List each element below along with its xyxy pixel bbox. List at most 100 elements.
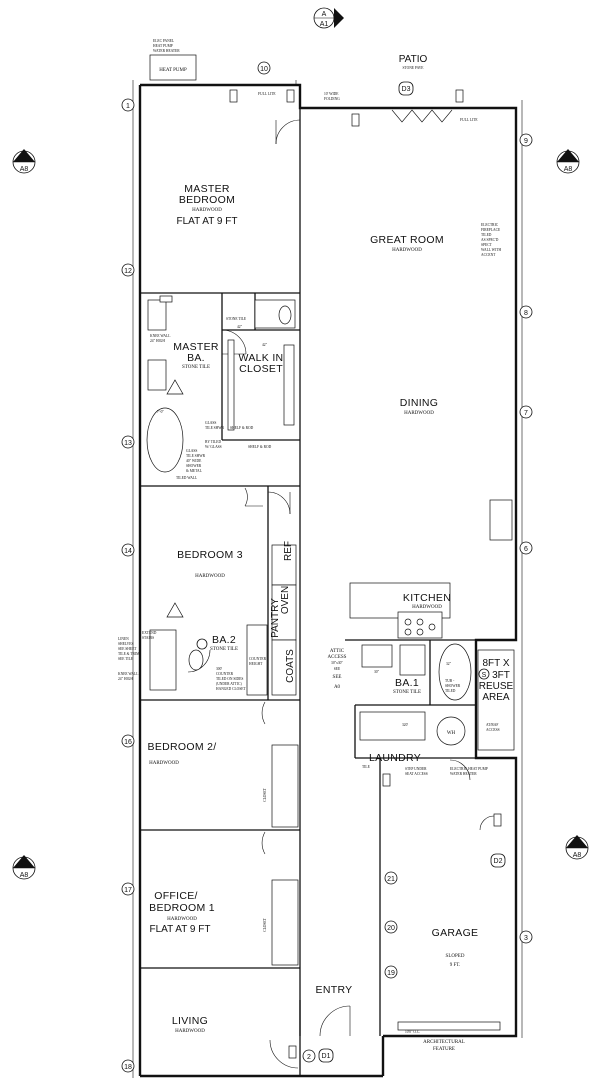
dim-42a: 42" <box>237 325 243 329</box>
step-note-2: SEAT ACCESS <box>405 772 428 776</box>
svg-text:8: 8 <box>524 310 528 317</box>
arch-note-1: ARCHITECTURAL <box>423 1040 465 1045</box>
section-marker-c-left: C A8 <box>12 855 36 880</box>
door-tag-d3: D3 <box>398 81 414 96</box>
dim-70: 7'-0" <box>157 410 164 414</box>
fireplace-note-7: ACCENT <box>481 253 496 257</box>
shower-mb-note-4: W/ GLASS <box>205 445 222 449</box>
shower-mb-note-3: BY TILED <box>205 440 221 444</box>
knee-wall-2-note-1: KNEE WALL <box>118 672 138 676</box>
living-name: LIVING <box>172 1015 208 1027</box>
section-b-right-bottom: A8 <box>564 166 573 173</box>
ba2-note-1: 300' <box>216 667 222 671</box>
office-name-1: OFFICE/ <box>154 890 198 902</box>
doors <box>187 119 495 1069</box>
glass-note-4: SHOWER <box>186 464 202 468</box>
folding-note-2: FOLDING <box>324 97 340 101</box>
linen-note-5: SEE TILE <box>118 657 134 661</box>
full-lite-note-2: FULL LITE <box>460 118 478 122</box>
tub-note-1: TUB - <box>445 679 455 683</box>
interior-walls <box>140 85 516 1076</box>
svg-text:D1: D1 <box>322 1053 331 1060</box>
window-tag-6: 6 <box>519 541 533 555</box>
great-room-name: GREAT ROOM <box>370 234 444 246</box>
window-tag-13: 13 <box>121 435 135 449</box>
svg-text:2: 2 <box>307 1054 311 1061</box>
tile-tag: TILE <box>362 765 371 769</box>
section-b-left-bottom: A8 <box>20 166 29 173</box>
coats-label: COATS <box>285 649 296 683</box>
fireplace-note-3: TILED <box>481 233 492 237</box>
knee-wall-2-note-2: 24" HIGH <box>118 677 133 681</box>
rafter-note-2: ACCESS <box>486 728 500 732</box>
window-tag-16: 16 <box>121 734 135 748</box>
fireplace-note-6: WALL WITH <box>481 248 501 252</box>
patio-finish: STONE PAVE <box>402 66 424 70</box>
ba2-finish: STONE TILE <box>210 647 238 652</box>
ba2-note-3: TILED ON SIDES <box>216 677 243 681</box>
section-a-bottom: A1 <box>320 21 329 28</box>
attic-note-6: A0 <box>334 685 341 690</box>
folding-note-1: 10' WIDE <box>324 92 339 96</box>
room-labels: MASTER BEDROOM HARDWOOD FLAT AT 9 FT MAS… <box>148 183 479 1034</box>
master-bath-finish: STONE TILE <box>182 365 210 370</box>
tiled-wall-note-2: TILED WALL <box>176 476 197 480</box>
closet-b2-label: CLOSET <box>263 787 267 801</box>
dim-320: 320' <box>402 723 408 727</box>
plan-notes: ELEC PANEL HEAT PUMP WATER HEATER HEAT P… <box>118 39 514 1052</box>
fixtures <box>146 54 515 1031</box>
master-bedroom-name-2: BEDROOM <box>179 194 235 206</box>
dim-30: 30" <box>374 670 380 674</box>
svg-text:S: S <box>482 672 487 679</box>
arch-note-2: FEATURE <box>433 1047 455 1052</box>
bedroom2-name: BEDROOM 2/ <box>148 741 217 753</box>
attic-note-1: ATTIC <box>330 649 345 654</box>
reuse-note-3: REUSE <box>479 681 514 692</box>
svg-text:D3: D3 <box>402 86 411 93</box>
window-tag-8: 8 <box>519 305 533 319</box>
ba2-name: BA.2 <box>212 634 236 646</box>
svg-text:6: 6 <box>524 546 528 553</box>
svg-text:17: 17 <box>124 887 132 894</box>
window-tag-10: 10 <box>257 61 271 75</box>
window-tag-7: 7 <box>519 405 533 419</box>
walk-in-closet-name-2: CLOSET <box>239 363 283 375</box>
reuse-note-2: 3FT <box>492 670 510 681</box>
window-tag-1: 1 <box>121 98 135 112</box>
stone-tile-wc: STONE TILE <box>226 317 247 321</box>
window-tag-12: 12 <box>121 263 135 277</box>
svg-text:7: 7 <box>524 410 528 417</box>
entry-name: ENTRY <box>316 984 353 996</box>
ba2-note-4: (UNDER ATTIC) <box>216 682 242 686</box>
fireplace-note-2: FIREPLACE <box>481 228 501 232</box>
glass-note-3: 40" WIDE <box>186 459 202 463</box>
svg-text:16: 16 <box>124 739 132 746</box>
section-marker-c-right: C A8 <box>565 835 589 860</box>
smoke-detector-tag: S <box>478 668 490 680</box>
door-tag-d1: D1 <box>318 1048 334 1063</box>
section-marker-a: A A1 <box>313 7 344 29</box>
ba2-note-2: COUNTER <box>216 672 234 676</box>
hexagon-marker <box>196 638 208 650</box>
kitchen-finish: HARDWOOD <box>412 605 442 610</box>
attic-note-2: ACCESS <box>328 655 347 660</box>
garage-finish: SLOPED <box>446 954 465 959</box>
svg-text:21: 21 <box>387 876 395 883</box>
master-bath-name-1: MASTER <box>173 341 219 353</box>
master-bedroom-finish: HARDWOOD <box>192 208 222 213</box>
window-tag-14: 14 <box>121 543 135 557</box>
section-markers: A A1 B A8 B A8 C A8 C <box>12 7 589 880</box>
window-tag-20: 20 <box>384 920 398 934</box>
office-note: FLAT AT 9 FT <box>150 924 211 935</box>
elec-panel-note-3: WATER HEATER <box>153 49 180 53</box>
section-c-left-top: C <box>21 861 26 868</box>
door-tag-d2: D2 <box>490 853 506 868</box>
ba1-name: BA.1 <box>395 677 419 689</box>
elec-panel-note-1: ELEC PANEL <box>153 39 174 43</box>
shelf-rod-note: SHELF & ROD <box>230 426 254 430</box>
walk-in-closet-name-1: WALK IN <box>239 352 284 364</box>
window-tags: 1 12 13 14 16 17 18 9 8 7 6 3 10 2 19 20… <box>121 61 533 1073</box>
patio-name: PATIO <box>399 54 428 65</box>
section-b-left-top: B <box>22 155 27 162</box>
